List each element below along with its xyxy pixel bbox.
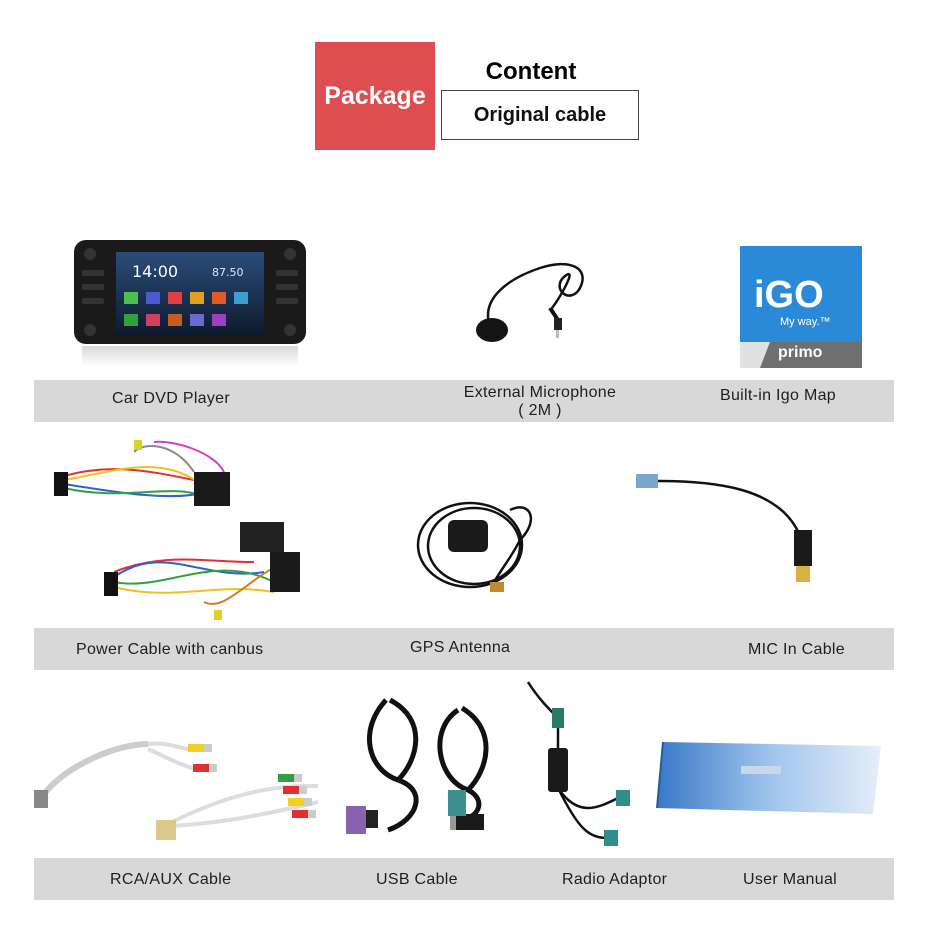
gps-antenna-icon <box>410 490 550 600</box>
item-label-mic-in-cable: MIC In Cable <box>748 641 845 658</box>
igo-map-icon: iGO My way.™ primo <box>740 246 862 368</box>
rca-aux-cable-icon <box>28 724 328 850</box>
car-dvd-player-icon: 14:00 87.50 <box>72 238 308 368</box>
igo-brand: iGO <box>754 274 824 316</box>
label-band-row-1 <box>34 380 894 422</box>
dvd-screen-frequency: 87.50 <box>212 266 244 279</box>
external-microphone-length: ( 2M ) <box>518 402 562 419</box>
item-label-rca-aux-cable: RCA/AUX Cable <box>110 871 232 888</box>
item-label-igo-map: Built-in Igo Map <box>720 387 836 404</box>
usb-cable-icon <box>338 690 518 848</box>
package-label: Package <box>324 81 426 110</box>
package-badge: Package <box>315 42 435 150</box>
item-label-radio-adaptor: Radio Adaptor <box>562 871 668 888</box>
label-band-row-3 <box>34 858 894 900</box>
content-value-box: Original cable <box>441 90 639 140</box>
igo-edition: primo <box>778 344 823 361</box>
item-label-user-manual: User Manual <box>743 871 838 888</box>
radio-adaptor-icon <box>518 678 648 850</box>
item-label-usb-cable: USB Cable <box>376 871 458 888</box>
item-label-gps-antenna: GPS Antenna <box>410 639 511 656</box>
dvd-screen-time: 14:00 <box>132 262 179 281</box>
item-label-external-microphone: External Microphone ( 2M ) <box>448 384 632 420</box>
content-value: Original cable <box>473 103 607 126</box>
user-manual-icon <box>655 738 885 818</box>
item-label-power-cable: Power Cable with canbus <box>76 641 264 658</box>
mic-in-cable-icon <box>630 466 830 596</box>
power-cable-icon <box>54 432 324 622</box>
label-band-row-2 <box>34 628 894 670</box>
content-title: Content <box>485 58 577 85</box>
microphone-icon <box>470 248 600 348</box>
item-label-car-dvd-player: Car DVD Player <box>112 390 231 407</box>
external-microphone-name: External Microphone <box>463 384 617 401</box>
igo-tagline: My way.™ <box>780 316 831 328</box>
